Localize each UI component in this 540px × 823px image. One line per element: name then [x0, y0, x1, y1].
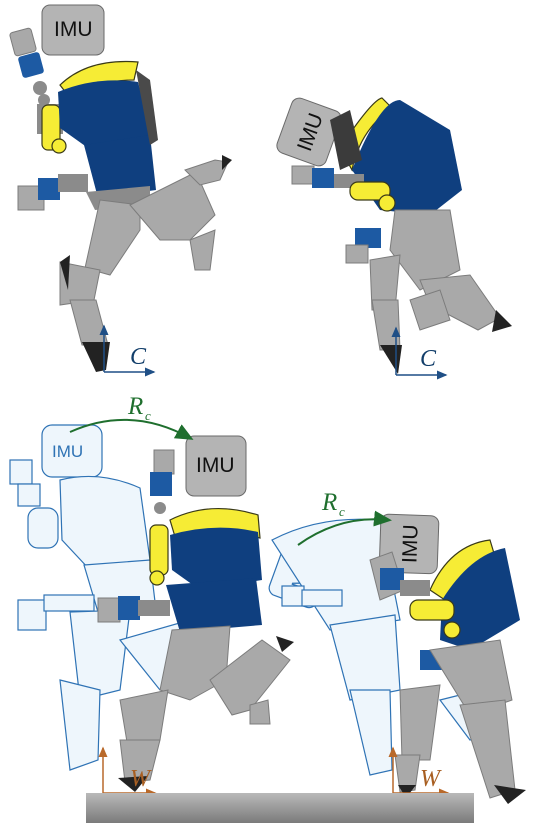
rotation-sub-right: c	[339, 504, 345, 519]
imu-label: IMU	[54, 18, 93, 41]
imu-label-bottom-left: IMU	[196, 454, 235, 477]
rotation-sub-left: c	[145, 408, 151, 423]
ground-plane	[86, 793, 474, 823]
contact-frame-left: C	[104, 326, 154, 372]
contact-frame-label-right: C	[420, 346, 437, 372]
rotation-label-left: R	[127, 393, 143, 420]
world-frame-label-left: W	[130, 766, 152, 792]
robot-top-left: IMU	[9, 5, 232, 372]
world-frame-label-right: W	[420, 766, 442, 792]
robot-top-right: IMU	[275, 96, 512, 374]
imu-label-bottom-right: IMU	[398, 524, 422, 563]
contact-frame-label-left: C	[130, 344, 147, 370]
contact-frame-right: C	[396, 328, 446, 375]
imu-label-ghost-left: IMU	[52, 442, 83, 461]
rotation-label-right: R	[321, 489, 337, 516]
